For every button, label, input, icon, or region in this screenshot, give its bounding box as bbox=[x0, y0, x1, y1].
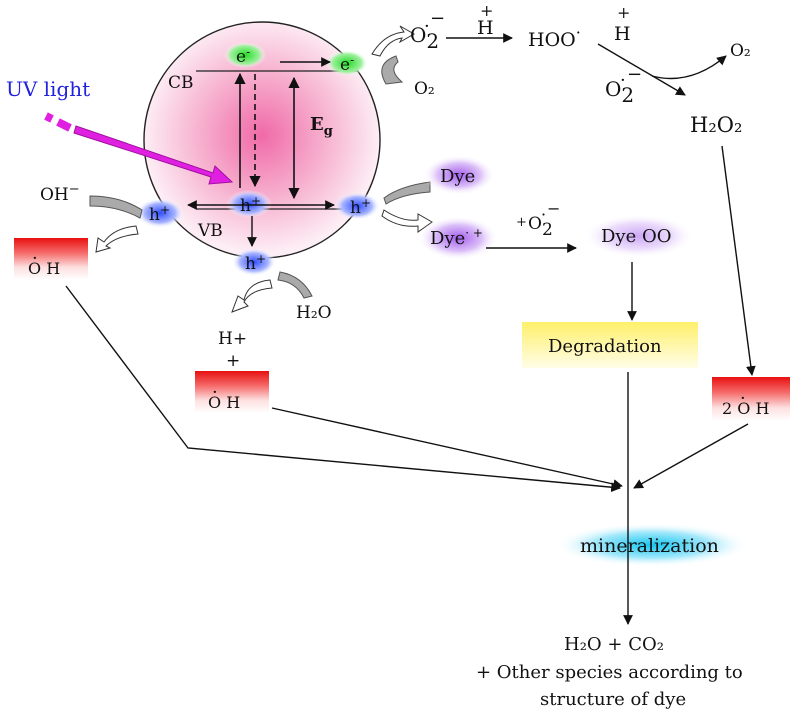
dye-oo-glow bbox=[583, 214, 695, 258]
uv-light-arrow bbox=[73, 125, 234, 185]
hole-box-bottom bbox=[232, 248, 276, 276]
dye-glow bbox=[423, 155, 495, 195]
oh-radical-label-bottom: O H bbox=[208, 393, 240, 412]
products-line-3: structure of dye bbox=[540, 689, 686, 710]
oh-radical-curved-arrow bbox=[95, 225, 139, 253]
h-top: H bbox=[477, 17, 494, 39]
two-oh-label: 2 O H bbox=[722, 399, 769, 418]
dye-radical-label: Dye· + bbox=[430, 226, 483, 249]
electron-box-left bbox=[224, 42, 266, 68]
two-oh-to-mineral-arrow bbox=[633, 423, 749, 489]
superoxide-minus: − bbox=[430, 8, 445, 29]
oh-radical-bar-left bbox=[14, 238, 88, 280]
oh-radical-bar-bottom bbox=[195, 371, 269, 413]
oh-bottom-to-mineral-arrow bbox=[271, 407, 623, 489]
mineralization-label: mineralization bbox=[580, 535, 719, 557]
hole-box-right bbox=[334, 192, 380, 220]
hole-label-right: h+ bbox=[350, 196, 371, 218]
oxygen-top-label: O₂ bbox=[730, 41, 751, 61]
superoxide2-minus: − bbox=[627, 64, 642, 85]
dye-label: Dye bbox=[440, 166, 475, 187]
hole-box-left bbox=[136, 198, 184, 228]
hoo-to-o2-arrow bbox=[651, 55, 727, 80]
dye-oo-label: Dye OO bbox=[601, 226, 672, 247]
two-oh-radical-bar bbox=[712, 377, 790, 421]
degradation-bar bbox=[522, 322, 698, 368]
oh-radical-label-left: O H bbox=[28, 259, 60, 278]
superoxide-label: O2 bbox=[410, 23, 439, 53]
water-label: H₂O bbox=[296, 303, 332, 323]
h-plus-label: H+ bbox=[218, 329, 247, 349]
mineralization-glow bbox=[554, 523, 750, 567]
h2o-gray-arrow bbox=[277, 271, 313, 299]
o2-curved-arrow bbox=[371, 25, 416, 57]
plus-superoxide-dot: · bbox=[541, 205, 546, 224]
superoxide2-label: O2 bbox=[605, 77, 634, 107]
h-plus-top-sign: + bbox=[480, 1, 493, 20]
h-top2: H bbox=[614, 23, 631, 45]
oh-radical-dot-left: · bbox=[32, 248, 38, 269]
superoxide2-dot: · bbox=[620, 70, 626, 91]
vb-label: VB bbox=[197, 221, 223, 241]
electron-label-left: e- bbox=[236, 45, 250, 67]
superoxide-dot: · bbox=[424, 16, 430, 37]
cb-label: CB bbox=[168, 73, 194, 93]
products-line-2: + Other species according to bbox=[476, 662, 743, 683]
uv-dash-2 bbox=[56, 118, 72, 132]
band-gap-label: Eg bbox=[310, 114, 333, 139]
hydrogen-peroxide-label: H₂O₂ bbox=[690, 113, 742, 137]
degradation-label: Degradation bbox=[548, 336, 662, 357]
h2o-curved-arrow bbox=[231, 279, 273, 313]
hole-label-left: h+ bbox=[149, 203, 170, 225]
hole-label-center: h+ bbox=[240, 194, 261, 216]
h2o2-to-two-oh-arrow bbox=[721, 145, 756, 376]
o2-gray-arrow bbox=[381, 55, 404, 85]
products-line-1: H₂O + CO₂ bbox=[564, 634, 664, 655]
oh-left-to-mineral-arrow bbox=[65, 285, 621, 493]
plus-superoxide-prefix: + bbox=[516, 215, 527, 230]
hydroxide-label: OH− bbox=[40, 182, 80, 205]
hoo-to-h2o2-arrow bbox=[597, 43, 686, 96]
h-plus-top2-sign: + bbox=[617, 3, 630, 22]
oh-minus-gray-arrow bbox=[89, 195, 143, 219]
electron-label-right: e- bbox=[340, 53, 354, 75]
plus-label: + bbox=[226, 351, 240, 371]
electron-box-right bbox=[326, 50, 368, 76]
uv-light-label: UV light bbox=[6, 77, 90, 101]
plus-superoxide-label: O2 bbox=[528, 214, 553, 240]
hydroperoxyl-label: HOO· bbox=[528, 23, 581, 51]
hole-label-bottom: h+ bbox=[245, 252, 266, 274]
dye-radical-glow bbox=[418, 216, 498, 260]
uv-dash-1 bbox=[44, 112, 54, 123]
plus-superoxide-minus: − bbox=[547, 199, 560, 218]
two-oh-dot: · bbox=[740, 388, 746, 409]
dye-gray-arrow bbox=[383, 181, 431, 205]
oxygen-label: O₂ bbox=[414, 79, 435, 99]
oh-radical-dot-bottom: · bbox=[212, 382, 218, 403]
